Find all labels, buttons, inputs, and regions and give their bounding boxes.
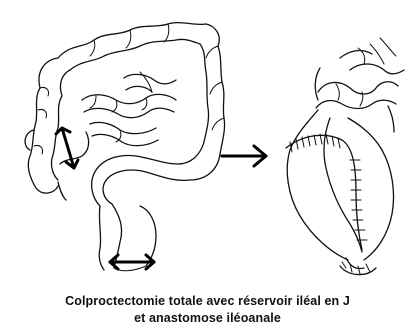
j-pouch-illustration [286,38,404,275]
colon-before-illustration [25,23,224,271]
right-arrow-icon [222,146,266,166]
caption-line-2: et anastomose iléoanale [0,311,415,325]
procedure-diagram [0,0,415,290]
ileocaecal-transection-marker [56,128,78,168]
anal-level-marker [110,255,154,269]
caption-line-1: Colproctectomie totale avec réservoir il… [0,294,415,308]
